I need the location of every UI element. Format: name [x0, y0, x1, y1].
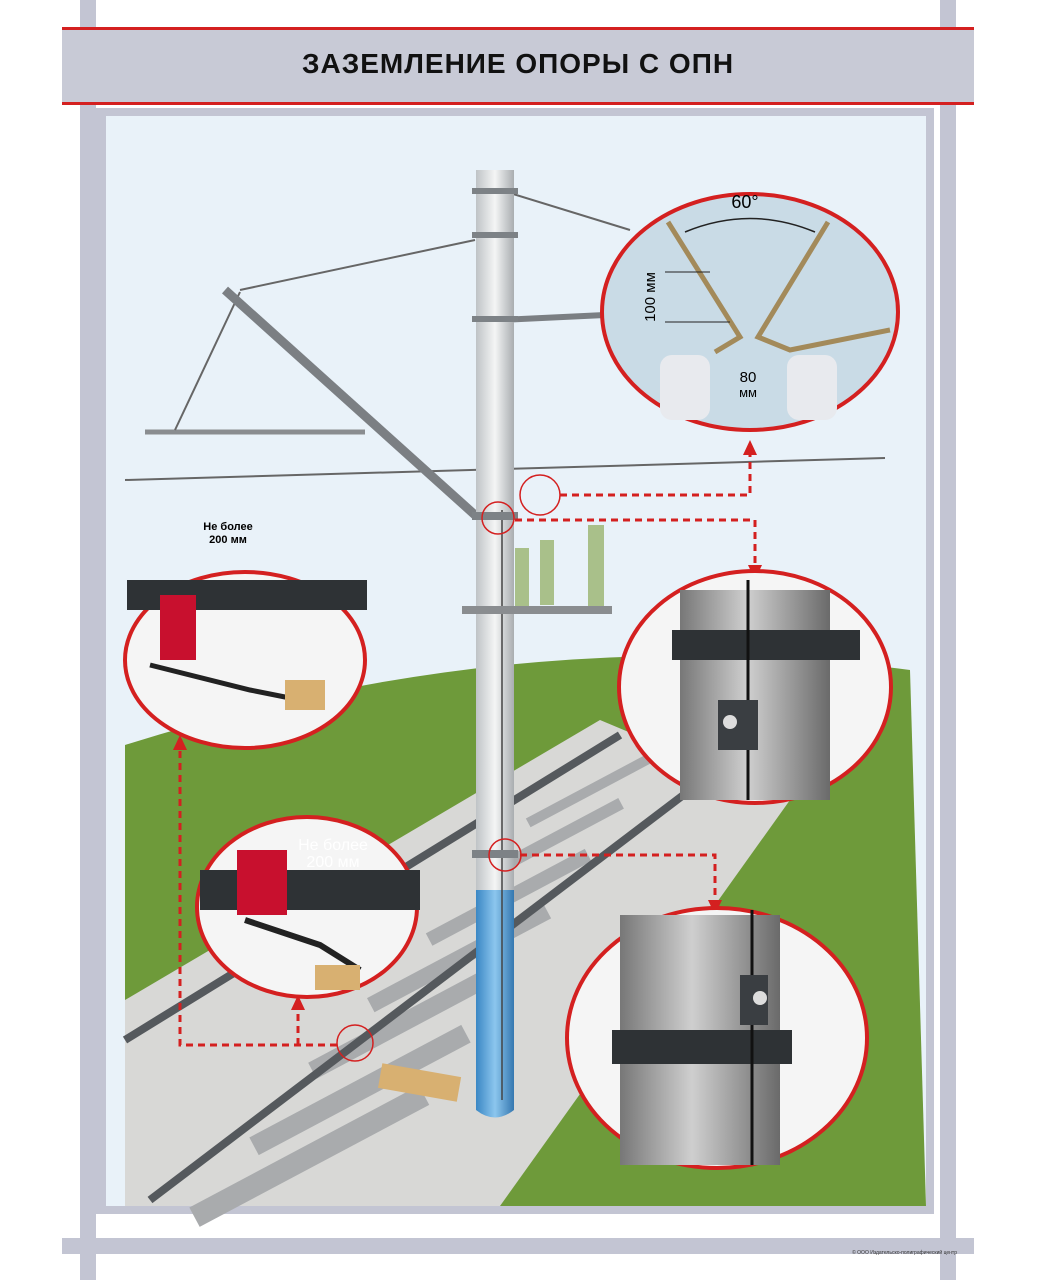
- title-band: ЗАЗЕМЛЕНИЕ ОПОРЫ С ОПН: [62, 27, 974, 105]
- marker-rail-connection: [336, 1024, 374, 1062]
- left-border-stripe: [80, 0, 96, 1280]
- pole-clamps: [472, 188, 518, 858]
- surge-arresters: [515, 525, 604, 610]
- height-label: 100 мм: [642, 272, 659, 322]
- spark-gap-detail: 60° 100 мм 80 мм: [600, 192, 900, 432]
- top-limit-line2: 200 мм: [209, 534, 247, 546]
- top-limit-line1: Не более: [203, 521, 252, 533]
- callout-leaders: [178, 450, 757, 1047]
- rail-connection-detail-top: Не более 200 мм: [123, 521, 367, 750]
- pole-base: [476, 890, 514, 1118]
- upper-clamp-detail: [617, 569, 893, 805]
- poster-title: ЗАЗЕМЛЕНИЕ ОПОРЫ С ОПН: [301, 48, 735, 79]
- bottom-limit-line1: Не более: [298, 837, 368, 854]
- right-border-stripe: [940, 0, 956, 1280]
- bracket-arm: [221, 286, 479, 519]
- gap-value-label: 80: [740, 369, 757, 386]
- bottom-stripe: [62, 1238, 974, 1254]
- rail-connection-detail-bottom: Не более 200 мм: [195, 815, 420, 999]
- copyright: © ООО Издательско-полиграфический центр: [852, 1250, 957, 1256]
- lower-clamp-detail: [565, 906, 869, 1170]
- bottom-limit-line2: 200 мм: [306, 854, 359, 871]
- wooden-block: [378, 1063, 462, 1102]
- angle-label: 60°: [731, 192, 758, 212]
- marker-upper-clamp: [481, 501, 515, 535]
- arrester-bracket: [462, 606, 612, 614]
- marker-spark-gap: [519, 474, 561, 516]
- gap-unit-label: мм: [739, 385, 757, 400]
